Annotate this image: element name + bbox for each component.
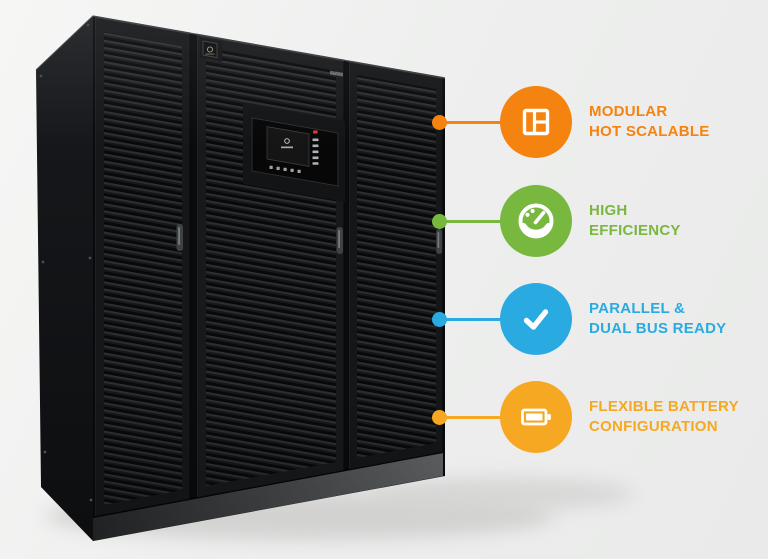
callout-line bbox=[446, 120, 503, 124]
feature-high-efficiency: HIGH EFFICIENCY bbox=[432, 185, 681, 257]
callout-dot bbox=[432, 213, 447, 229]
callout-dot bbox=[432, 311, 447, 327]
feature-label: HIGH EFFICIENCY bbox=[589, 202, 681, 239]
cabinet-side-panel bbox=[36, 16, 93, 541]
feature-flexible-battery: FLEXIBLE BATTERY CONFIGURATION bbox=[432, 381, 739, 453]
front-sheen bbox=[93, 16, 445, 541]
callout-line bbox=[446, 219, 503, 223]
efficiency-gauge-icon bbox=[500, 185, 572, 257]
feature-label: MODULAR HOT SCALABLE bbox=[589, 103, 710, 140]
callout-line bbox=[446, 317, 503, 321]
callout-dot bbox=[432, 409, 447, 425]
battery-icon bbox=[500, 381, 572, 453]
feature-parallel-dual-bus: PARALLEL & DUAL BUS READY bbox=[432, 283, 726, 355]
callout-dot bbox=[432, 114, 447, 130]
feature-label: PARALLEL & DUAL BUS READY bbox=[589, 300, 727, 337]
callout-line bbox=[446, 415, 503, 419]
feature-label: FLEXIBLE BATTERY CONFIGURATION bbox=[589, 398, 739, 435]
checkmark-icon bbox=[500, 283, 572, 355]
feature-modular-hot-scalable: MODULAR HOT SCALABLE bbox=[432, 86, 710, 158]
side-panel-screws bbox=[39, 23, 93, 502]
modular-panels-icon bbox=[500, 86, 572, 158]
